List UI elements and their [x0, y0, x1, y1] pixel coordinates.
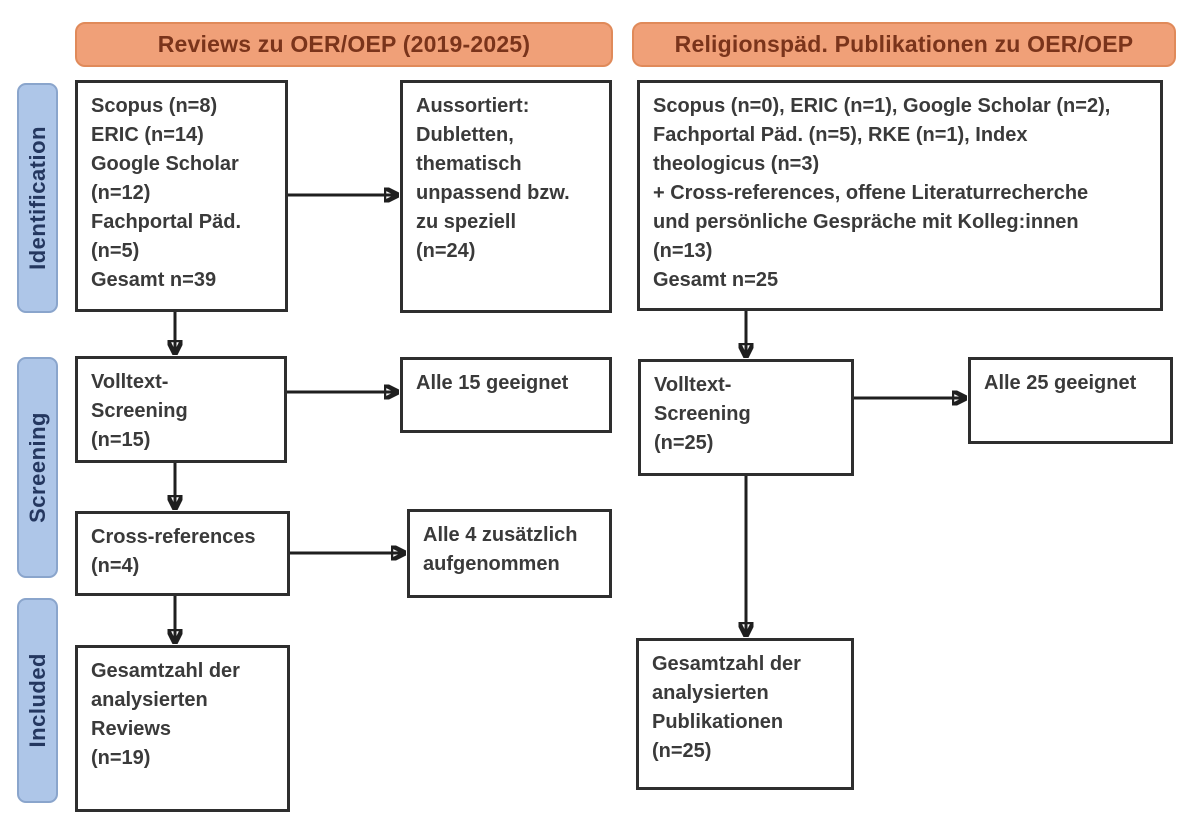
- box-left-included-total: Gesamtzahl der analysierten Reviews (n=1…: [75, 645, 290, 812]
- box-left-crossreferences-result: Alle 4 zusätzlich aufgenommen: [407, 509, 612, 598]
- column-header-religionspaed: Religionspäd. Publikationen zu OER/OEP: [632, 22, 1176, 67]
- box-right-fulltext-result: Alle 25 geeignet: [968, 357, 1173, 444]
- box-left-excluded: Aussortiert: Dubletten, thematisch unpas…: [400, 80, 612, 313]
- stage-label-included-text: Included: [24, 653, 50, 748]
- column-header-reviews: Reviews zu OER/OEP (2019-2025): [75, 22, 613, 67]
- stage-label-identification-text: Identification: [24, 126, 50, 270]
- stage-label-screening-text: Screening: [24, 412, 50, 523]
- box-right-included-total: Gesamtzahl der analysierten Publikatione…: [636, 638, 854, 790]
- box-left-fulltext-result: Alle 15 geeignet: [400, 357, 612, 433]
- box-right-fulltext-screening: Volltext- Screening (n=25): [638, 359, 854, 476]
- box-left-crossreferences: Cross-references (n=4): [75, 511, 290, 596]
- stage-label-included: Included: [17, 598, 58, 803]
- box-left-sources: Scopus (n=8) ERIC (n=14) Google Scholar …: [75, 80, 288, 312]
- box-left-fulltext-screening: Volltext- Screening (n=15): [75, 356, 287, 463]
- stage-label-screening: Screening: [17, 357, 58, 578]
- box-right-sources: Scopus (n=0), ERIC (n=1), Google Scholar…: [637, 80, 1163, 311]
- stage-label-identification: Identification: [17, 83, 58, 313]
